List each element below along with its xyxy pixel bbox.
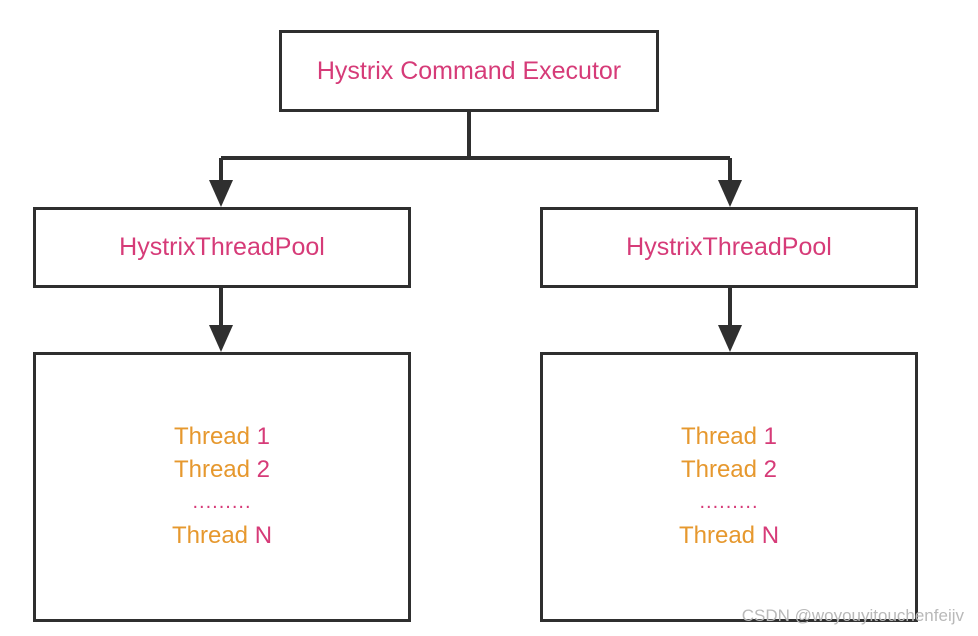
thread-word: Thread <box>678 521 756 549</box>
thread-item: Thread 1 <box>681 420 777 453</box>
thread-item: Thread N <box>172 519 272 552</box>
arrowhead-right-threads <box>718 325 742 352</box>
thread-word: Thread <box>171 521 249 549</box>
thread-id: 1 <box>256 422 271 450</box>
thread-word: Thread <box>173 422 250 450</box>
thread-ellipsis: ......... <box>699 490 759 513</box>
thread-pool-label-right: HystrixThreadPool <box>626 233 832 261</box>
arrowhead-right-pool <box>718 180 742 207</box>
command-executor-node: Hystrix Command Executor <box>279 30 659 112</box>
thread-word: Thread <box>680 422 757 450</box>
thread-pool-label-left: HystrixThreadPool <box>119 233 325 261</box>
arrowhead-left-pool <box>209 180 233 207</box>
thread-id: 1 <box>763 422 778 450</box>
thread-item: Thread 1 <box>174 420 270 453</box>
threads-node-right: Thread 1 Thread 2 ......... Thread N <box>540 352 918 622</box>
thread-word: Thread <box>173 455 250 483</box>
thread-item: Thread 2 <box>174 453 270 486</box>
thread-list-left: Thread 1 Thread 2 ......... Thread N <box>172 420 272 552</box>
thread-id: N <box>254 521 273 549</box>
csdn-watermark: CSDN @woyouyitouchenfeijv <box>741 606 964 625</box>
thread-id: 2 <box>763 455 778 483</box>
command-executor-label: Hystrix Command Executor <box>316 56 622 85</box>
thread-id: N <box>761 521 780 549</box>
arrowhead-left-threads <box>209 325 233 352</box>
thread-word: Thread <box>680 455 757 483</box>
thread-id: 2 <box>256 455 271 483</box>
thread-list-right: Thread 1 Thread 2 ......... Thread N <box>679 420 779 552</box>
thread-pool-node-left: HystrixThreadPool <box>33 207 411 288</box>
thread-item: Thread N <box>679 519 779 552</box>
threads-node-left: Thread 1 Thread 2 ......... Thread N <box>33 352 411 622</box>
thread-pool-node-right: HystrixThreadPool <box>540 207 918 288</box>
thread-item: Thread 2 <box>681 453 777 486</box>
thread-ellipsis: ......... <box>192 490 252 513</box>
